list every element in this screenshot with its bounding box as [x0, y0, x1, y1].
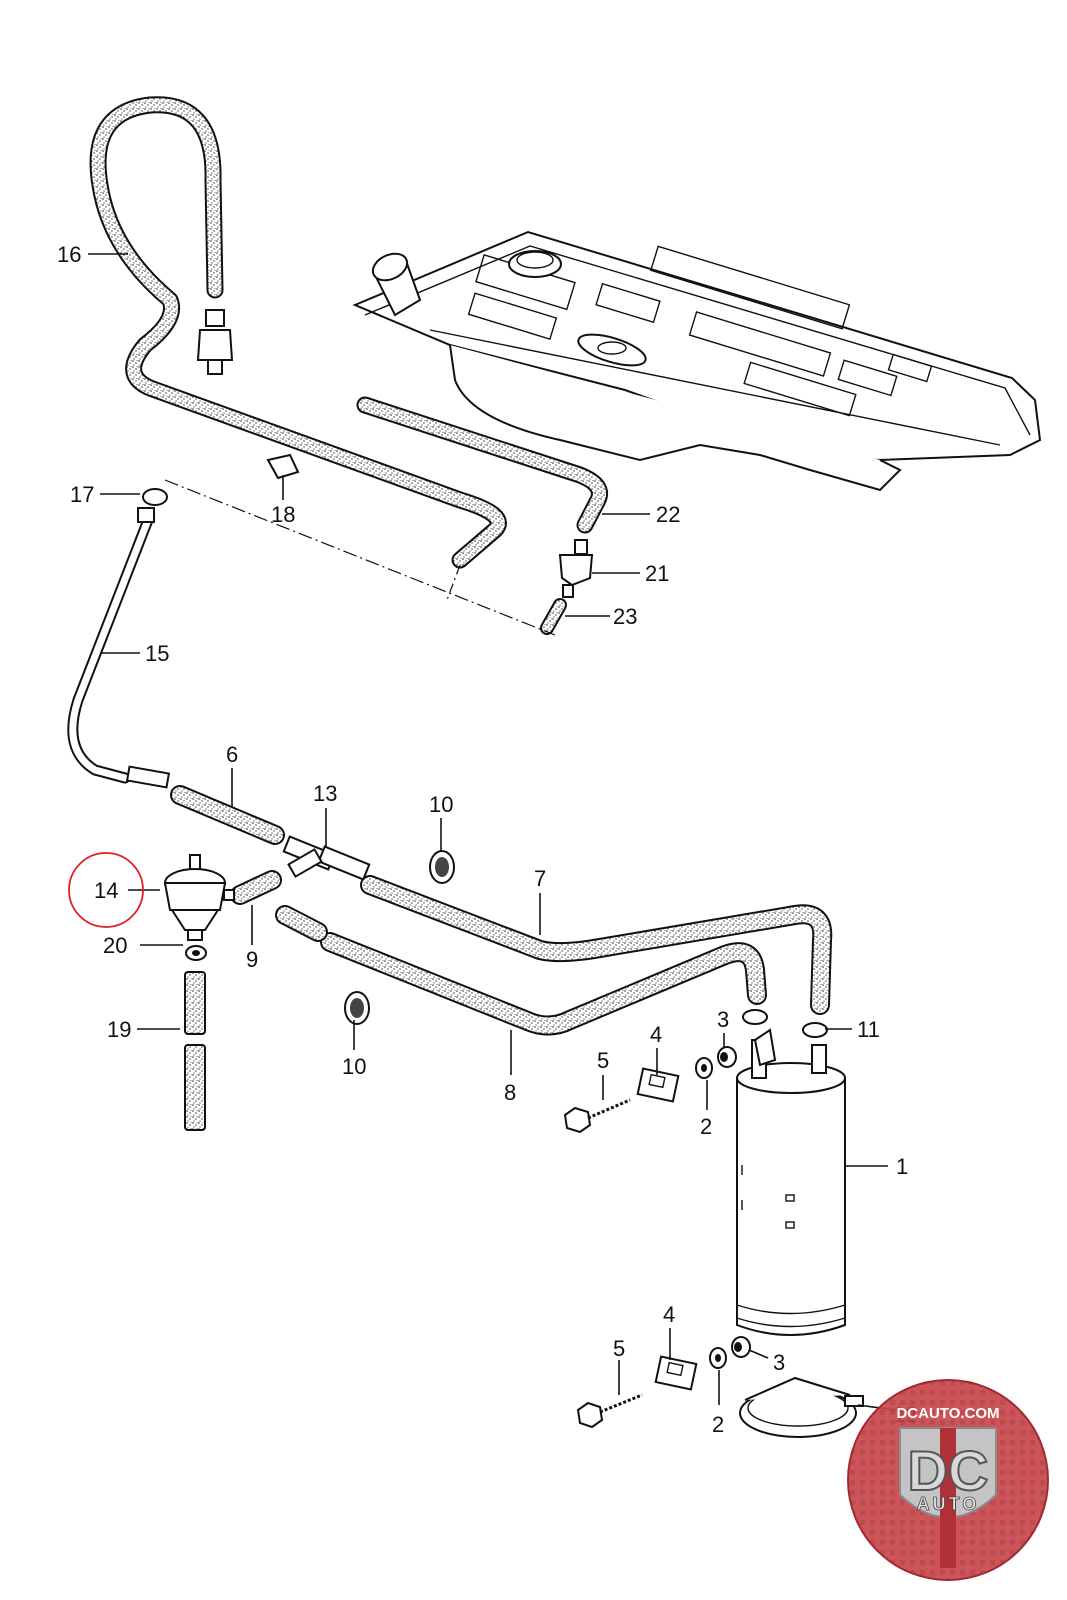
clip-nut-4-lower	[654, 1355, 698, 1391]
clip-18	[266, 453, 300, 480]
clip-nut-4-upper	[636, 1067, 680, 1103]
screw-5-lower	[576, 1393, 643, 1429]
callout-6[interactable]: 6	[226, 742, 238, 767]
tee-fitting-13	[282, 835, 371, 881]
callout-3-lower[interactable]: 3	[773, 1350, 785, 1375]
callout-4-upper[interactable]: 4	[650, 1022, 662, 1047]
clip-11	[742, 1009, 828, 1038]
hose-9	[230, 870, 282, 905]
callout-2-lower[interactable]: 2	[712, 1412, 724, 1437]
callout-21[interactable]: 21	[645, 561, 669, 586]
callout-4-lower[interactable]: 4	[663, 1302, 675, 1327]
callout-23[interactable]: 23	[613, 604, 637, 629]
highlight-circle	[68, 852, 144, 928]
callout-1[interactable]: 1	[896, 1154, 908, 1179]
washer-2-lower	[709, 1347, 727, 1369]
callouts: 1 2 2 3 3 4 4 5 5 6 7 8 9 10 10 11 12 13…	[57, 242, 917, 1437]
callout-14[interactable]: 14	[94, 878, 118, 903]
leader-lines	[88, 253, 896, 1411]
strap-12	[739, 1376, 864, 1438]
washer-2-upper	[695, 1057, 713, 1079]
vent-hose-16	[89, 96, 507, 569]
bushing-3-upper	[717, 1046, 737, 1068]
assembly-line	[164, 479, 556, 636]
callout-2-upper[interactable]: 2	[700, 1114, 712, 1139]
callout-10-upper[interactable]: 10	[429, 792, 453, 817]
logo-site-text: DCAUTO.COM	[896, 1405, 999, 1422]
bushing-3-lower	[731, 1336, 751, 1358]
hose-22	[356, 396, 608, 534]
grommet-10-upper	[429, 850, 455, 884]
hose-7	[360, 875, 833, 1015]
callout-17[interactable]: 17	[70, 482, 94, 507]
callout-20[interactable]: 20	[103, 933, 127, 958]
logo-monogram: DC	[908, 1439, 989, 1502]
callout-9[interactable]: 9	[246, 947, 258, 972]
screw-5-upper	[563, 1098, 631, 1134]
callout-10-lower[interactable]: 10	[342, 1054, 366, 1079]
grommet-10-lower	[344, 991, 370, 1025]
callout-15[interactable]: 15	[145, 641, 169, 666]
callout-7[interactable]: 7	[534, 866, 546, 891]
hose-23	[540, 598, 567, 635]
ring-20	[185, 945, 207, 961]
callout-3-upper[interactable]: 3	[717, 1007, 729, 1032]
dcauto-logo: DCAUTO.COM DC AUTO	[847, 1379, 1049, 1581]
logo-word: AUTO	[917, 1494, 980, 1514]
callout-5-lower[interactable]: 5	[613, 1336, 625, 1361]
callout-5-upper[interactable]: 5	[597, 1048, 609, 1073]
pipe-15	[67, 488, 171, 789]
valve-21	[558, 539, 594, 598]
callout-11[interactable]: 11	[857, 1017, 880, 1042]
callout-16[interactable]: 16	[57, 242, 81, 267]
fuel-tank	[352, 230, 1042, 492]
valve-14	[163, 854, 235, 941]
callout-13[interactable]: 13	[313, 781, 337, 806]
hose-8	[275, 905, 767, 1036]
callout-8[interactable]: 8	[504, 1080, 516, 1105]
callout-18[interactable]: 18	[271, 502, 295, 527]
callout-22[interactable]: 22	[656, 502, 680, 527]
hose-19	[184, 971, 206, 1131]
charcoal-canister-1	[736, 1028, 846, 1336]
hose-6	[170, 785, 285, 845]
callout-19[interactable]: 19	[107, 1017, 131, 1042]
